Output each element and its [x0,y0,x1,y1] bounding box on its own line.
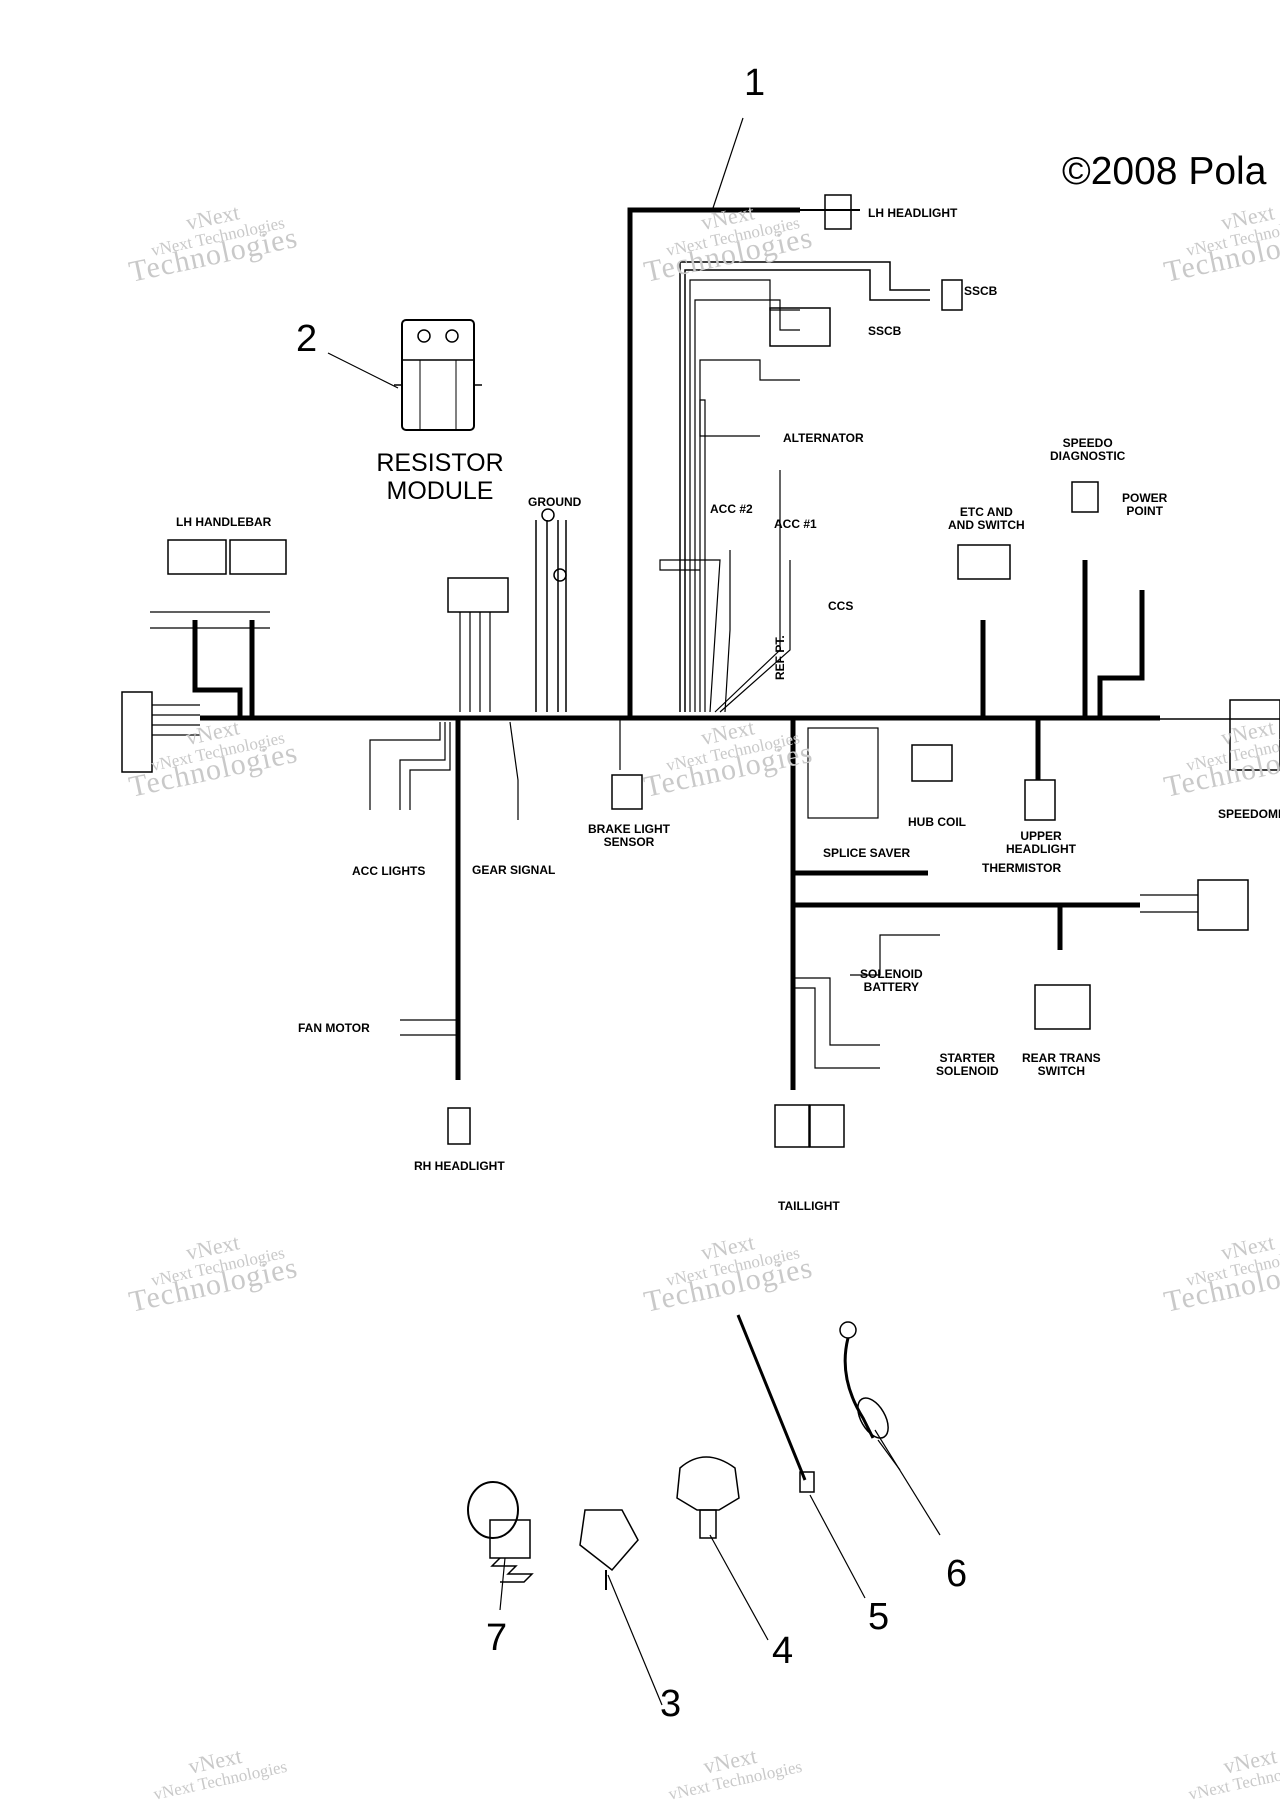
part-7-ring-clip [467,1481,534,1583]
lh-handlebar-connector-b [229,539,287,575]
label-splice-saver: SPLICE SAVER [823,846,911,860]
label-rear-trans-switch: REAR TRANS SWITCH [1022,1051,1101,1078]
label-ccs: CCS [828,599,854,613]
speedometer-connector [1229,699,1280,771]
label-taillight: TAILLIGHT [778,1199,840,1213]
label-alternator: ALTERNATOR [783,431,864,445]
left-end-connector [121,691,153,773]
label-ground: GROUND [528,495,582,509]
label-solenoid-battery: SOLENOID BATTERY [860,967,923,994]
label-thermistor: THERMISTOR [982,861,1062,875]
label-sscb-top: SSCB [964,284,998,298]
callout-7: 7 [486,1617,508,1659]
lh-handlebar-connector-a [167,539,227,575]
callout-6: 6 [946,1553,968,1595]
label-lh-headlight: LH HEADLIGHT [868,206,958,220]
callout-3: 3 [660,1683,682,1725]
speedo-diagnostic-connector [1071,481,1099,513]
label-ref-pt: REF PT. [773,635,787,680]
label-etc-switch: ETC AND AND SWITCH [948,505,1025,532]
label-acc1: ACC #1 [774,517,817,531]
copyright-notice: ©2008 Pola [1062,150,1267,193]
taillight-connector-right [809,1104,845,1148]
taillight-connector-left [774,1104,810,1148]
resistor-module-line2: MODULE [386,476,494,505]
label-brake-light-sensor: BRAKE LIGHT SENSOR [588,822,670,849]
sscb-mid-connector [769,307,831,347]
label-speedo-diagnostic: SPEEDO DIAGNOSTIC [1050,436,1126,463]
part-4-clamp [676,1456,740,1539]
rear-trans-switch-connector [1034,984,1091,1030]
label-sscb-mid: SSCB [868,324,902,338]
etc-switch-connector [957,544,1011,580]
lh-headlight-connector [824,194,852,230]
label-acc-lights: ACC LIGHTS [352,864,426,878]
label-upper-headlight: UPPER HEADLIGHT [1006,829,1076,856]
label-lh-handlebar: LH HANDLEBAR [176,515,272,529]
part-3-clip [579,1509,639,1590]
label-speedometer: SPEEDOME [1218,807,1280,821]
hub-coil-connector [911,744,953,782]
callout-5: 5 [868,1596,890,1638]
part-5-cable-tie [736,1314,815,1493]
resistor-module-label: RESISTOR MODULE [368,449,512,505]
resistor-module-drawing [394,319,482,431]
label-hub-coil: HUB COIL [908,815,966,829]
callout-2: 2 [296,318,318,360]
part-6-ground-wire [839,1321,901,1471]
resistor-module-line1: RESISTOR [376,449,504,477]
harness-branch-lh-headlight [627,207,800,718]
label-gear-signal: GEAR SIGNAL [472,863,556,877]
label-rh-headlight: RH HEADLIGHT [414,1159,505,1173]
brake-light-sensor-connector [611,774,643,810]
splice-saver-block [807,727,879,819]
callout-1: 1 [744,62,766,104]
right-edge-connector [1197,879,1249,931]
sscb-top-connector [941,279,963,311]
callout-4: 4 [772,1630,794,1672]
label-power-point: POWER POINT [1122,491,1168,518]
label-starter-solenoid: STARTER SOLENOID [936,1051,999,1078]
connector-middle-block [447,577,509,613]
upper-headlight-connector [1024,779,1056,821]
rh-headlight-connector [447,1107,471,1145]
label-acc2: ACC #2 [710,502,753,516]
label-fan-motor: FAN MOTOR [298,1021,370,1035]
